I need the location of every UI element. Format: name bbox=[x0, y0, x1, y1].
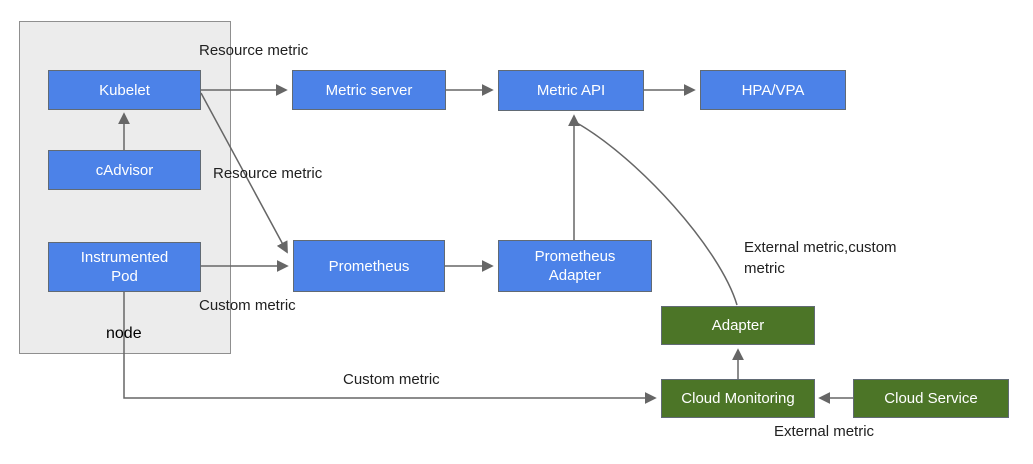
node-instrumented-pod-label: Instrumented Pod bbox=[80, 249, 169, 285]
edge-adapter-to-metric-api bbox=[576, 122, 738, 306]
node-prometheus: Prometheus bbox=[293, 240, 445, 292]
node-adapter: Adapter bbox=[661, 306, 815, 345]
node-cloud-monitoring: Cloud Monitoring bbox=[661, 379, 815, 418]
node-hpa-vpa: HPA/VPA bbox=[700, 70, 846, 110]
node-adapter-label: Adapter bbox=[711, 317, 765, 334]
node-hpa-vpa-label: HPA/VPA bbox=[741, 81, 805, 99]
node-cadvisor: cAdvisor bbox=[48, 150, 201, 190]
node-metric-server: Metric server bbox=[292, 70, 446, 110]
node-cadvisor-label: cAdvisor bbox=[95, 161, 154, 179]
edge-label-external-custom-metric: External metric,custom metric bbox=[744, 239, 897, 277]
node-group-label: node bbox=[106, 325, 142, 342]
node-cloud-service: Cloud Service bbox=[853, 379, 1009, 418]
edge-label-resource-metric-top: Resource metric bbox=[199, 42, 309, 59]
edge-label-custom-metric-pod: Custom metric bbox=[199, 297, 296, 314]
node-kubelet-label: Kubelet bbox=[99, 81, 150, 99]
edge-label-external-metric: External metric bbox=[774, 423, 875, 440]
edge-instrumented-pod-to-cloud-monitoring bbox=[123, 292, 657, 404]
node-kubelet: Kubelet bbox=[48, 70, 201, 110]
node-cloud-service-label: Cloud Service bbox=[884, 390, 978, 407]
node-metric-api: Metric API bbox=[498, 70, 644, 111]
edge-kubelet-to-prometheus bbox=[200, 92, 288, 254]
node-metric-server-label: Metric server bbox=[325, 81, 413, 99]
node-cloud-monitoring-label: Cloud Monitoring bbox=[681, 390, 795, 407]
edge-label-resource-metric-mid: Resource metric bbox=[213, 165, 323, 182]
node-prometheus-adapter-label: Prometheus Adapter bbox=[534, 248, 616, 284]
node-metric-api-label: Metric API bbox=[536, 82, 606, 99]
node-prometheus-label: Prometheus bbox=[328, 257, 410, 275]
node-instrumented-pod: Instrumented Pod bbox=[48, 242, 201, 292]
node-prometheus-adapter: Prometheus Adapter bbox=[498, 240, 652, 292]
edge-label-custom-metric-flow: Custom metric bbox=[343, 371, 440, 388]
